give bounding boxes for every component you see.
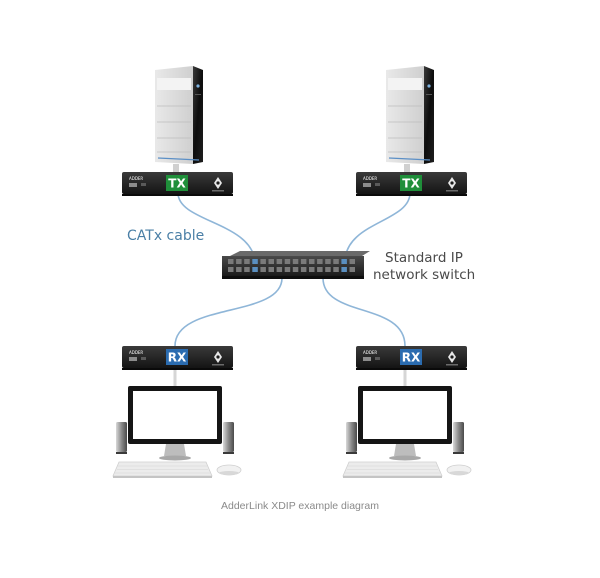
brand-logo: ADDER [129, 176, 143, 181]
brand-logo: ADDER [363, 176, 377, 181]
monitor-left [128, 386, 222, 461]
rx-badge-label: RX [402, 351, 421, 365]
speaker-left-b [223, 422, 234, 454]
tx-unit-right: ADDER TX [356, 172, 467, 196]
switch-port [244, 259, 250, 264]
speaker-left-a [116, 422, 127, 454]
switch-port [228, 259, 234, 264]
tx-badge [400, 175, 422, 191]
switch-port [236, 267, 242, 272]
switch-port [317, 267, 323, 272]
switch-port [333, 267, 339, 272]
speaker-right-a [346, 422, 357, 454]
network-switch [222, 251, 370, 279]
switch-port [284, 259, 291, 264]
speaker-right-b [453, 422, 464, 454]
mouse-left [216, 464, 242, 476]
cable-tx-left-to-switch [177, 192, 256, 263]
switch-port [260, 267, 266, 272]
workstation-left [112, 386, 242, 478]
adder-star-icon [214, 177, 222, 189]
rx-badge [166, 349, 188, 365]
switch-port [276, 259, 283, 264]
switch-port [317, 259, 323, 264]
rx-badge-label: RX [168, 351, 187, 365]
switch-port [325, 267, 331, 272]
switch-port [333, 259, 339, 264]
switch-port [309, 259, 315, 264]
brand-logo: ADDER [363, 350, 377, 355]
diagram-caption: AdderLink XDIP example diagram [221, 500, 379, 512]
switch-port [252, 267, 258, 272]
switch-port [325, 259, 331, 264]
switch-port [341, 259, 347, 264]
monitor-right [358, 386, 452, 461]
switch-port [236, 259, 242, 264]
keyboard-left [112, 461, 213, 478]
switch-port [300, 259, 307, 264]
switch-port [292, 259, 299, 264]
computer-tower-right [386, 66, 434, 172]
cable-switch-to-rx-left [174, 277, 283, 347]
switch-port [349, 259, 355, 264]
switch-label-line1: Standard IP [385, 250, 463, 266]
cable-switch-to-rx-right [322, 277, 406, 347]
computer-tower-left [155, 66, 203, 172]
cable-tx-right-to-switch [344, 192, 411, 263]
mouse-right [446, 464, 472, 476]
tx-badge-label: TX [402, 177, 420, 191]
tx-unit-left: ADDER TX [122, 172, 233, 196]
keyboard-right [342, 461, 443, 478]
workstation-right [342, 386, 472, 478]
rx-badge [400, 349, 422, 365]
rx-unit-right: ADDER RX [356, 346, 467, 370]
switch-port [284, 267, 291, 272]
adder-star-icon [448, 177, 456, 189]
adder-star-icon [448, 351, 456, 363]
switch-port [228, 267, 234, 272]
switch-port [292, 267, 299, 272]
brand-logo: ADDER [129, 350, 143, 355]
switch-port [341, 267, 347, 272]
rx-unit-left: ADDER RX [122, 346, 233, 370]
cables [173, 192, 411, 388]
switch-port [260, 259, 266, 264]
switch-port [309, 267, 315, 272]
switch-port [268, 267, 274, 272]
switch-port [276, 267, 283, 272]
cable-label: CATx cable [127, 228, 204, 244]
switch-label-line2: network switch [373, 267, 475, 283]
switch-port [252, 259, 258, 264]
switch-ports [228, 259, 355, 272]
switch-port [268, 259, 274, 264]
switch-port [244, 267, 250, 272]
adder-star-icon [214, 351, 222, 363]
tx-badge [166, 175, 188, 191]
switch-port [300, 267, 307, 272]
switch-port [349, 267, 355, 272]
tx-badge-label: TX [168, 177, 186, 191]
